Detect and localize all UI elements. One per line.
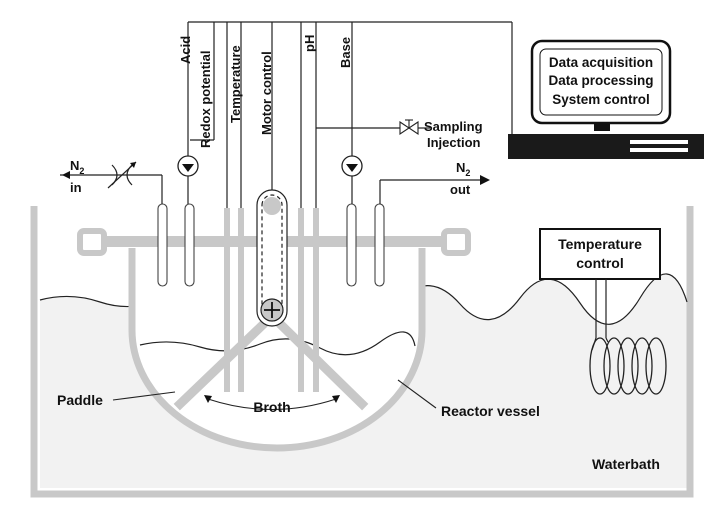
sampling-valve <box>399 119 419 136</box>
label-n2-out-word: out <box>450 182 471 197</box>
waterbath-tank <box>30 206 694 498</box>
computer <box>508 39 704 159</box>
label-n2-in-word: in <box>70 180 82 195</box>
n2-out-line <box>379 175 490 204</box>
lid-right-knob <box>441 228 471 256</box>
computer-line-1: Data acquisition <box>549 55 653 70</box>
label-sampling: Sampling <box>424 119 483 134</box>
label-n2-out: N2 <box>456 160 470 178</box>
pointer-lines <box>112 379 437 411</box>
temperature-control-box <box>539 228 661 280</box>
label-injection: Injection <box>427 135 481 150</box>
lid-left-knob <box>77 228 107 256</box>
label-acid: Acid <box>178 36 193 64</box>
label-n2-in: N2 <box>70 158 84 176</box>
base-pump <box>341 155 363 177</box>
label-paddle: Paddle <box>57 392 103 408</box>
heating-coil-icon <box>589 337 667 395</box>
label-waterbath: Waterbath <box>592 456 660 472</box>
temperature-control-unit <box>539 228 667 395</box>
computer-line-2: Data processing <box>548 73 653 88</box>
signal-lines <box>187 21 513 208</box>
label-broth: Broth <box>253 399 290 415</box>
n2-in-line <box>60 161 163 204</box>
label-base: Base <box>338 37 353 68</box>
motor-drive <box>256 189 288 327</box>
probes <box>157 203 385 392</box>
label-reactor-vessel: Reactor vessel <box>441 403 540 419</box>
temperature-control-line-1: Temperature <box>558 236 642 252</box>
computer-line-3: System control <box>552 92 650 107</box>
label-motor-control: Motor control <box>259 51 274 135</box>
label-redox-potential: Redox potential <box>198 50 213 148</box>
label-temperature: Temperature <box>228 45 243 123</box>
acid-pump <box>177 155 199 177</box>
temperature-control-line-2: control <box>576 255 623 271</box>
label-ph: pH <box>302 35 317 52</box>
keyboard <box>508 134 704 159</box>
